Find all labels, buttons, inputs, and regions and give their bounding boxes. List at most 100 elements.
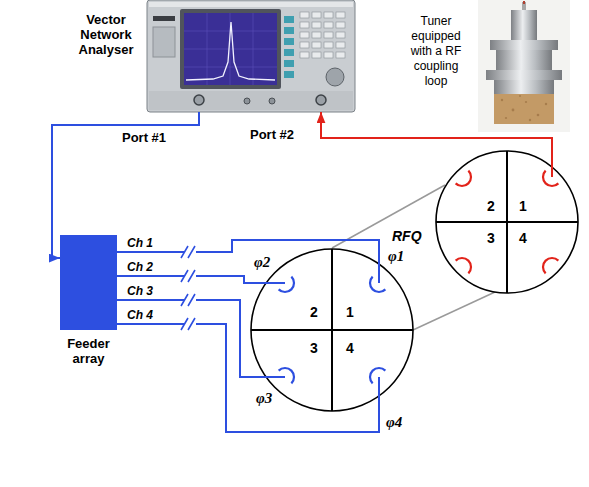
illustration-part xyxy=(523,1,525,4)
zoom-line xyxy=(413,292,495,330)
illustration-part xyxy=(324,22,333,28)
illustration-part xyxy=(336,52,345,58)
illustration-part xyxy=(336,32,345,38)
illustration-part xyxy=(512,109,515,112)
loop-lead xyxy=(250,282,285,284)
text-holder: 1 xyxy=(519,198,527,214)
quadrant-number: 3 xyxy=(487,230,495,246)
channel-name: Ch 4 xyxy=(126,308,154,322)
node-label: Tuner equipped with a RF coupling loop xyxy=(402,14,470,89)
text-holder: 4 xyxy=(346,340,354,356)
illustration-part xyxy=(336,22,345,28)
text-holder: Tuner equipped with a RF coupling loop xyxy=(402,14,470,89)
illustration-part xyxy=(324,42,333,48)
quadrant-number: 4 xyxy=(346,340,354,356)
cavity-circle xyxy=(251,249,413,411)
text-holder: 2 xyxy=(310,304,318,320)
port-name: Port #2 xyxy=(248,127,296,142)
illustration-part xyxy=(186,22,275,80)
cable-break-mark xyxy=(181,270,196,282)
text-holder: Port #1 xyxy=(120,130,168,145)
quadrant-number: 3 xyxy=(310,340,318,356)
cavity-circle xyxy=(436,151,578,293)
channel-name: Ch 2 xyxy=(126,260,154,274)
text-holder: 3 xyxy=(310,340,318,356)
illustration-part xyxy=(324,52,333,58)
text-holder: 3 xyxy=(487,230,495,246)
coupling-loop xyxy=(279,368,294,383)
illustration-part xyxy=(147,0,355,112)
illustration-part xyxy=(486,70,562,80)
illustration-part xyxy=(300,42,309,48)
text-holder: 4 xyxy=(519,230,527,246)
illustration-part xyxy=(300,22,309,28)
illustration-part xyxy=(181,246,195,258)
illustration-part xyxy=(537,114,540,117)
cable-break-mark xyxy=(181,294,196,306)
illustration-part xyxy=(490,40,558,50)
illustration-part xyxy=(284,71,294,78)
coupling-loop xyxy=(456,258,471,273)
illustration-part xyxy=(300,12,309,18)
illustration-part xyxy=(501,99,503,101)
loop-lead xyxy=(250,376,285,378)
illustration-part xyxy=(284,60,294,67)
text-holder: Ch 2 xyxy=(126,260,154,274)
illustration-part xyxy=(194,95,204,105)
illustration-part xyxy=(312,42,321,48)
coupling-loop xyxy=(370,368,385,383)
illustration-part xyxy=(519,95,521,97)
text-holder: Ch 4 xyxy=(126,308,154,322)
illustration-part xyxy=(494,94,554,124)
text-holder: 2 xyxy=(487,198,495,214)
channel-name: Ch 1 xyxy=(126,236,154,250)
text-holder: φ4 xyxy=(386,414,402,431)
text-holder: Ch 3 xyxy=(126,284,154,298)
illustration-part xyxy=(525,101,527,103)
illustration-part xyxy=(496,50,552,70)
illustration-part xyxy=(300,52,309,58)
quadrant-number: 4 xyxy=(519,230,527,246)
illustration-part xyxy=(336,42,345,48)
illustration-part xyxy=(505,117,507,119)
tuner-illustration xyxy=(478,0,570,132)
illustration-part xyxy=(312,32,321,38)
illustration-part xyxy=(312,12,321,18)
coupling-loop xyxy=(279,277,294,292)
part-name: RFQ xyxy=(392,228,422,244)
rfq-cross-section: 2134 xyxy=(250,248,414,412)
illustration-part xyxy=(326,68,344,86)
text-holder: Port #2 xyxy=(248,127,296,142)
illustration-part xyxy=(153,16,175,21)
rfq-outline xyxy=(250,248,414,412)
analyser-photo-box: Vector Network Analyser xyxy=(147,0,355,112)
quadrant-number: 1 xyxy=(519,198,527,214)
illustration-part xyxy=(181,270,195,282)
text-holder: φ1 xyxy=(388,248,404,265)
illustration-part xyxy=(284,16,294,23)
cable-break-mark xyxy=(181,318,196,330)
illustration-part xyxy=(284,38,294,45)
illustration-part xyxy=(284,27,294,34)
coupling-loop xyxy=(370,277,385,292)
text-holder: Vector Network Analyser xyxy=(73,12,139,57)
illustration-part xyxy=(180,9,281,89)
analyser-illustration xyxy=(147,0,355,112)
phase-label: φ2 xyxy=(254,254,270,271)
port-name: Port #1 xyxy=(120,130,168,145)
rfq-outline xyxy=(435,150,579,294)
text-holder: φ2 xyxy=(254,254,270,271)
illustration-part xyxy=(324,32,333,38)
illustration-part xyxy=(244,98,250,104)
phase-label: φ1 xyxy=(388,248,404,265)
channel-cable xyxy=(117,300,250,377)
illustration-part xyxy=(501,95,547,121)
illustration-part xyxy=(529,119,531,121)
loop-lead xyxy=(551,150,553,177)
illustration-part xyxy=(284,49,294,56)
illustration-part xyxy=(300,12,345,58)
quadrant-number: 2 xyxy=(310,304,318,320)
illustration-part xyxy=(478,0,570,132)
